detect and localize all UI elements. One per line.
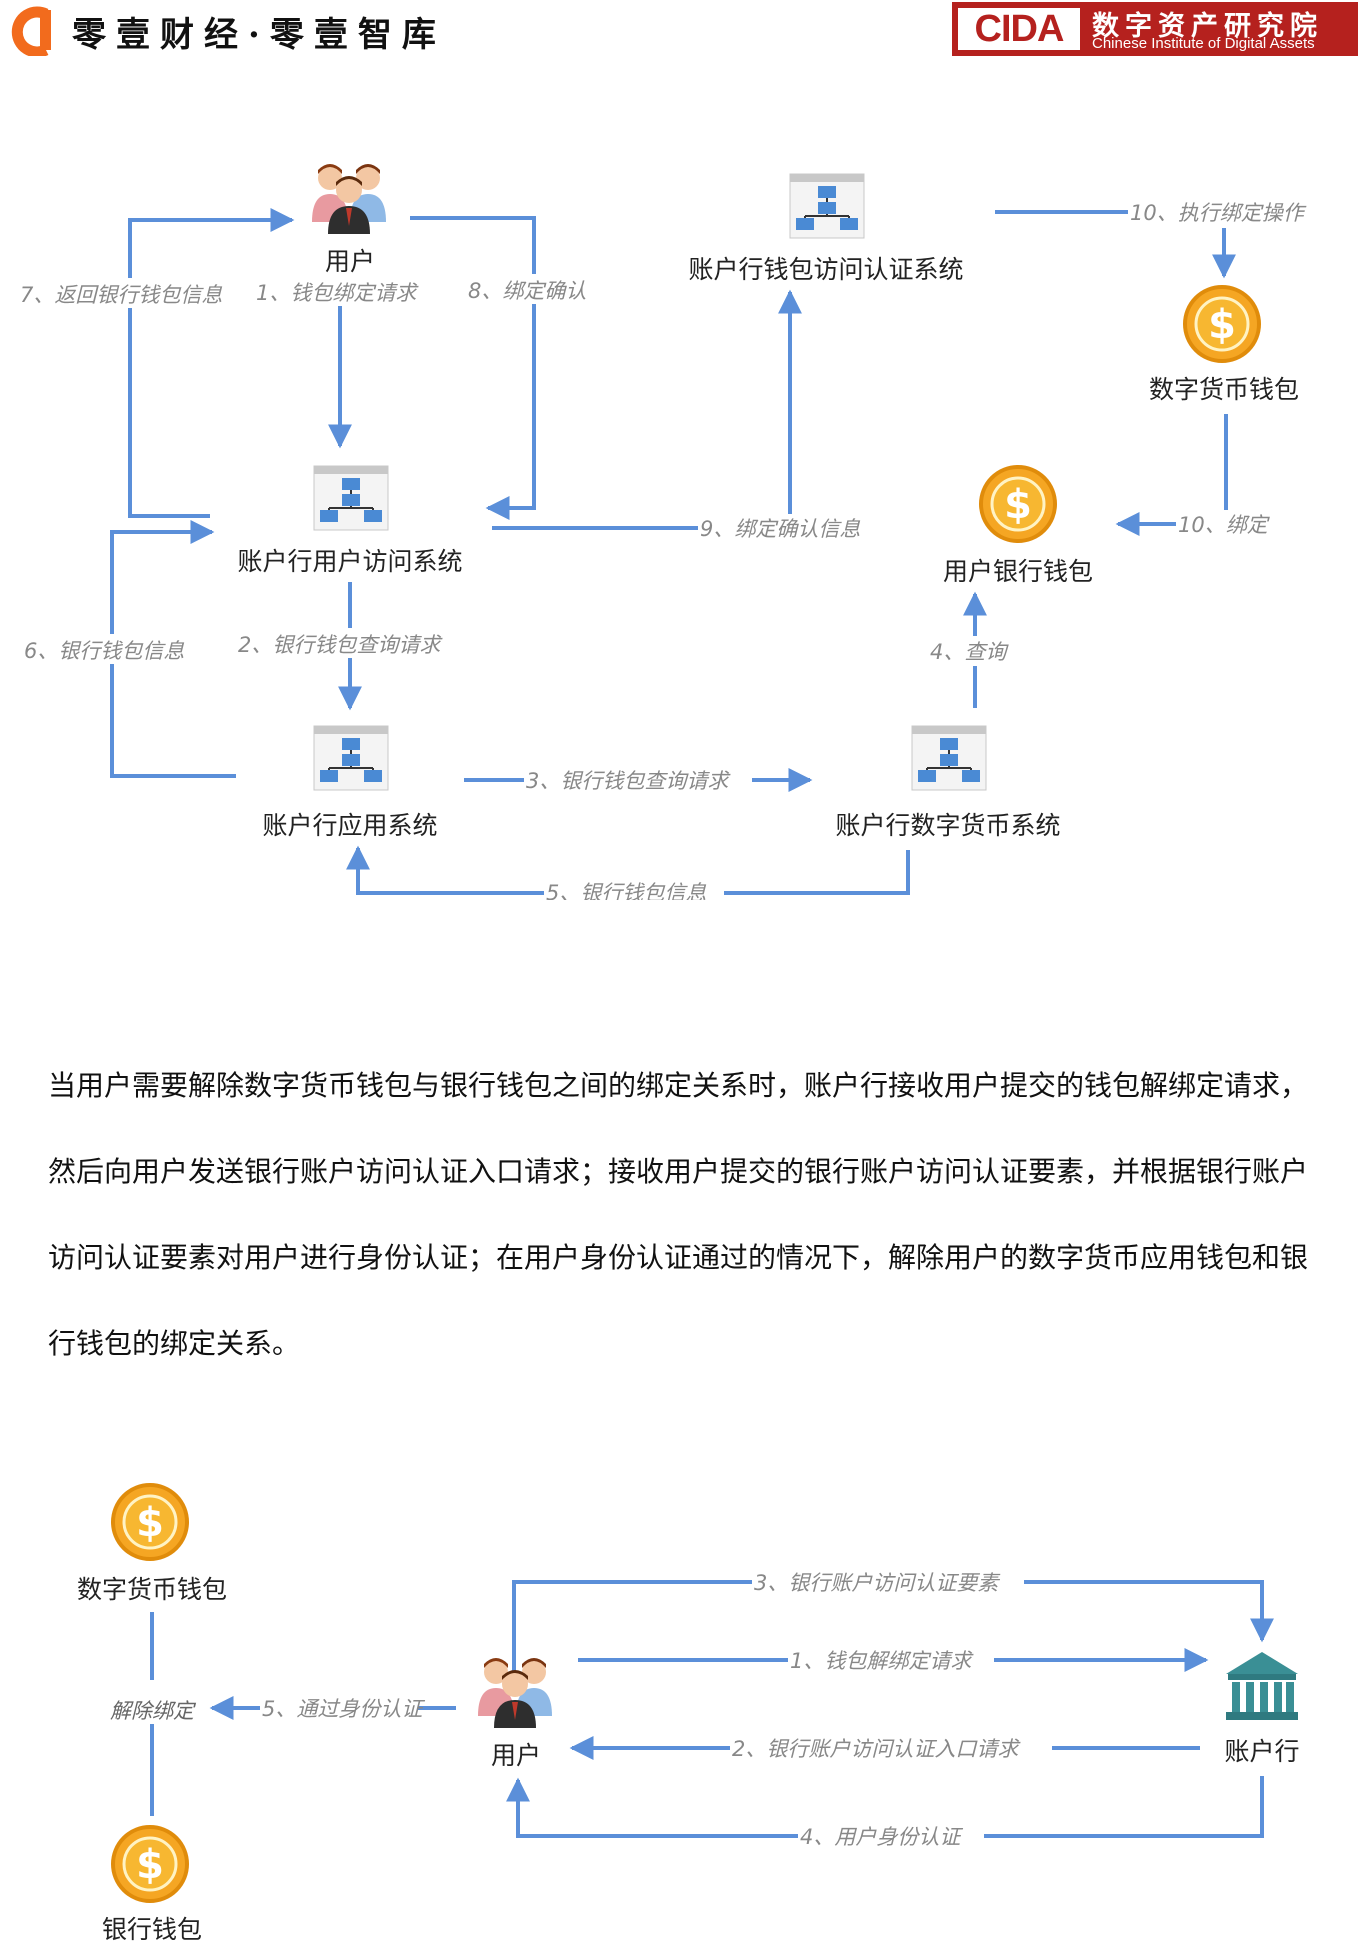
people-icon [312,164,386,234]
edge-10b-label: 10、绑定 [1178,513,1271,537]
edge-4-label: 4、查询 [930,640,1009,664]
edge-7-label: 7、返回银行钱包信息 [20,283,222,307]
coin-icon: $ [111,1825,189,1903]
edge-9-line [492,289,802,530]
edge-10a-label: 10、执行绑定操作 [1130,201,1307,225]
edge-5-label: 5、通过身份认证 [262,1697,425,1721]
system-icon [313,465,389,531]
node-wallet-auth-system-label: 账户行钱包访问认证系统 [688,255,963,284]
binding-flow-diagram: 1、钱包绑定请求 8、绑定确认 7、返回银行钱包信息 2、银行钱包查询请求 6、… [18,164,1322,900]
edge-2-label: 2、银行钱包查询请求 [238,633,443,657]
system-icon [789,173,865,239]
lingyi-brand-text: 零壹财经·零壹智库 [72,14,446,55]
edge-4-label: 4、用户身份认证 [800,1825,963,1849]
description-paragraph: 当用户需要解除数字货币钱包与银行钱包之间的绑定关系时，账户行接收用户提交的钱包解… [48,1069,1309,1360]
system-icon [911,725,987,791]
edge-5-label: 5、银行钱包信息 [546,881,706,900]
bank-icon [1226,1652,1298,1720]
unbinding-flow-diagram: 3、银行账户访问认证要素 1、钱包解绑定请求 2、银行账户访问认证入口请求 4、… [77,1483,1300,1944]
edge-1-label: 1、钱包绑定请求 [256,281,419,305]
cida-logo: CIDA [958,8,1080,50]
edge-1-label: 1、钱包解绑定请求 [790,1649,974,1673]
cida-brand: CIDA 数字资产研究院 Chinese Institute of Digita… [952,2,1358,56]
node-bank-label: 账户行 [1224,1737,1299,1766]
edge-3-label: 3、银行账户访问认证要素 [754,1571,1000,1595]
node-user-bank-wallet-label: 用户银行钱包 [943,557,1093,586]
edge-7-line [128,208,295,518]
cida-en-name: Chinese Institute of Digital Assets [1092,35,1315,52]
svg-text:$: $ [136,1842,164,1888]
coin-icon: $ [1183,285,1261,363]
node-digital-currency-wallet-label: 数字货币钱包 [1149,375,1299,404]
edge-3-label: 3、银行钱包查询请求 [526,769,731,793]
edge-6-label: 6、银行钱包信息 [24,639,184,663]
node-app-system-label: 账户行应用系统 [262,811,437,840]
edge-10b-line [1115,414,1228,536]
page-header: 零壹财经·零壹智库 CIDA 数字资产研究院 Chinese Institute… [0,0,1364,62]
svg-text:$: $ [1208,302,1236,348]
system-icon [313,725,389,791]
edge-8-label: 8、绑定确认 [468,279,586,303]
node-bank-wallet-label: 银行钱包 [102,1915,202,1944]
unbind-label: 解除绑定 [110,1699,197,1723]
svg-text:$: $ [1004,482,1032,528]
coin-icon: $ [111,1483,189,1561]
node-digital-currency-system-label: 账户行数字货币系统 [835,811,1060,840]
lingyi-brand: 零壹财经·零壹智库 [6,6,446,56]
lingyi-logo-icon [11,6,51,56]
edge-8-line [410,216,536,520]
node-user-label: 用户 [491,1741,541,1770]
node-digital-currency-wallet-label: 数字货币钱包 [77,1575,227,1604]
coin-icon: $ [979,465,1057,543]
edge-2-label: 2、银行账户访问认证入口请求 [732,1737,1021,1761]
node-access-system-label: 账户行用户访问系统 [237,547,462,576]
svg-text:$: $ [136,1500,164,1546]
cida-cn-name: 数字资产研究院 [1092,11,1323,42]
people-icon [478,1658,552,1728]
node-user-label: 用户 [325,247,375,276]
edge-9-label: 9、绑定确认信息 [700,517,860,541]
